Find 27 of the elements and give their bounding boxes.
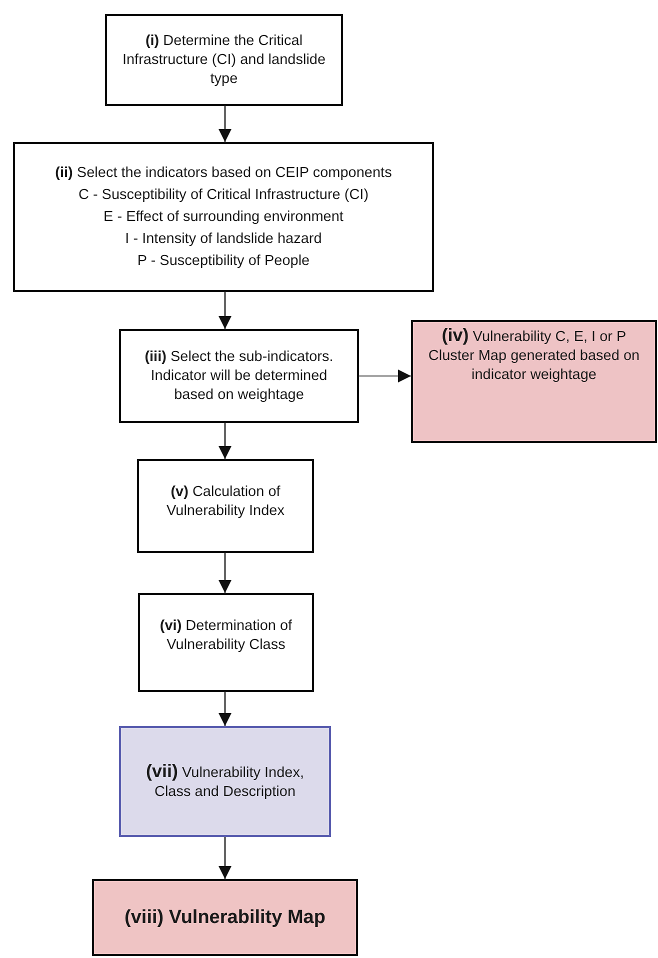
step-text: C - Susceptibility of Critical Infrastructure (CI) bbox=[78, 186, 369, 205]
process-box bbox=[105, 14, 343, 106]
step-text: (vi) Determination of Vulnerability Class bbox=[158, 617, 294, 655]
step-text: P - Susceptibility of People bbox=[137, 252, 310, 271]
process-box bbox=[119, 726, 331, 837]
step-text: (iii) Select the sub-indicators. Indicator will be determined based on weightage bbox=[144, 348, 334, 404]
arrow bbox=[359, 370, 411, 382]
arrow bbox=[218, 106, 232, 142]
step-text: (iv) Vulnerability C, E, I or P Cluster Map generated based on indicator weightage bbox=[427, 326, 641, 385]
process-box bbox=[137, 459, 314, 553]
step-text: (i) Determine the Critical Infrastructure (CI) and landslide type bbox=[121, 32, 327, 88]
arrow bbox=[218, 837, 232, 879]
arrow bbox=[218, 423, 232, 459]
step-text: E - Effect of surrounding environment bbox=[104, 208, 344, 227]
process-box bbox=[138, 593, 314, 692]
process-box bbox=[13, 142, 434, 292]
arrow bbox=[218, 692, 232, 726]
step-text: (vii) Vulnerability Index, Class and Description bbox=[144, 762, 306, 802]
arrow bbox=[218, 553, 232, 593]
step-text: (viii) Vulnerability Map bbox=[124, 908, 326, 927]
process-box bbox=[92, 879, 358, 956]
process-box bbox=[411, 320, 657, 443]
step-text: I - Intensity of landslide hazard bbox=[125, 230, 322, 249]
arrow bbox=[218, 292, 232, 329]
process-box bbox=[119, 329, 359, 423]
step-text: (ii) Select the indicators based on CEIP components bbox=[55, 164, 392, 183]
step-text: (v) Calculation of Vulnerability Index bbox=[166, 483, 286, 521]
